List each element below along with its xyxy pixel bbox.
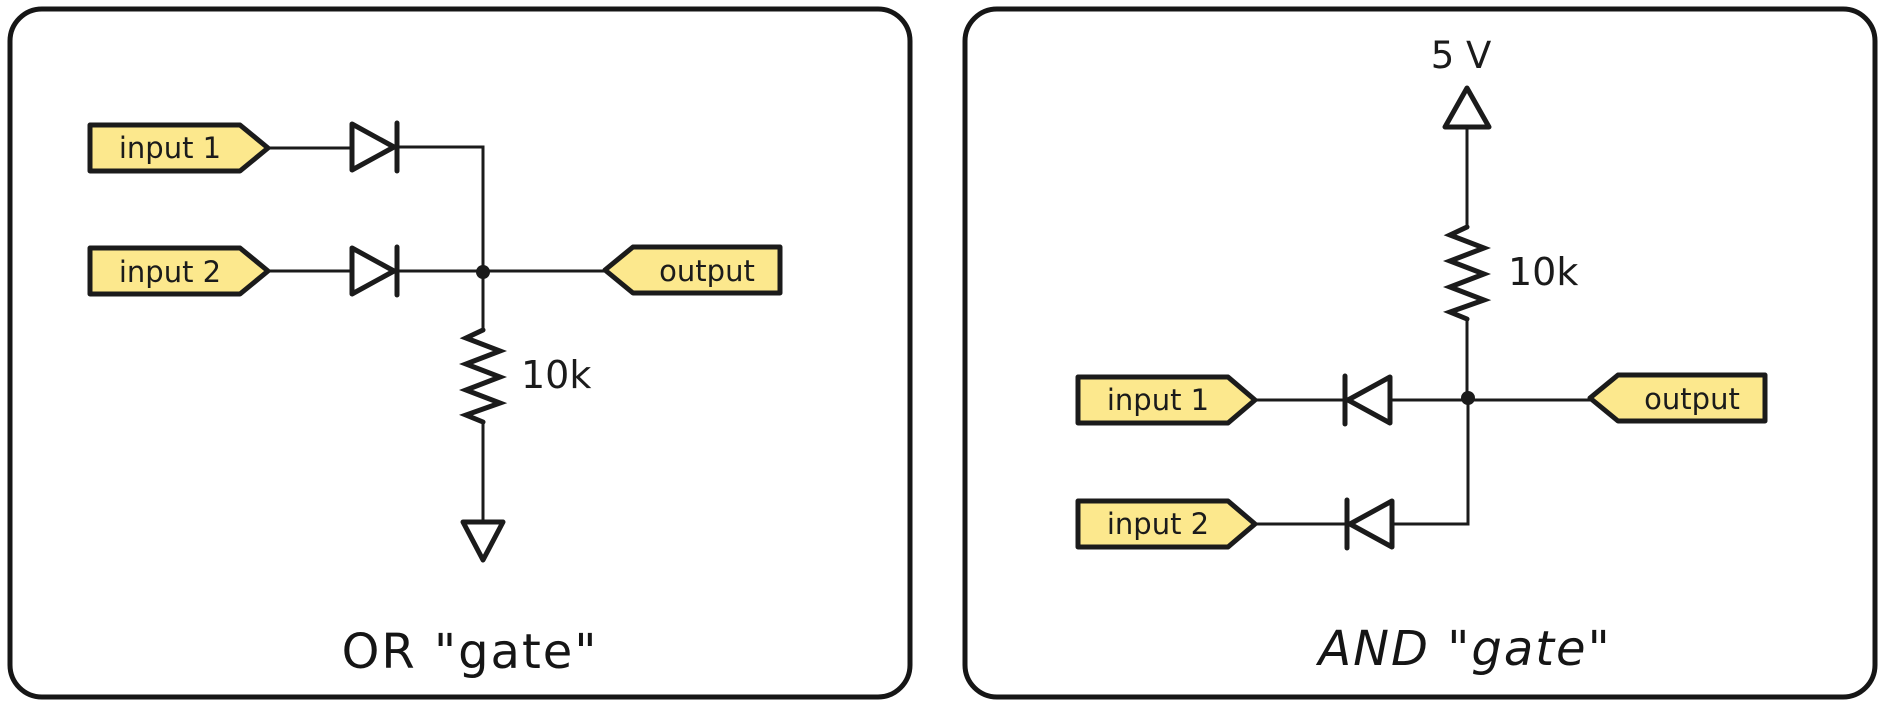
and-gate-panel: 5 V 10k input 1 input 2 output AND "gate… bbox=[962, 6, 1878, 700]
diode-symbol bbox=[349, 245, 397, 297]
wire bbox=[395, 145, 485, 274]
output-tag bbox=[1587, 372, 1768, 424]
supply-voltage-label: 5 V bbox=[1431, 34, 1492, 77]
resistor-symbol bbox=[1442, 224, 1492, 322]
ground-symbol bbox=[460, 519, 506, 563]
resistor-value: 10k bbox=[521, 353, 591, 397]
input-1-tag bbox=[87, 122, 271, 174]
wire bbox=[1390, 396, 1470, 526]
input-1-label: input 1 bbox=[119, 131, 221, 165]
input-1-tag bbox=[1075, 374, 1258, 426]
junction-dot bbox=[476, 265, 490, 279]
output-tag bbox=[602, 244, 783, 296]
junction-dot bbox=[1461, 391, 1475, 405]
input-2-tag bbox=[87, 245, 271, 297]
panel-caption: AND "gate" bbox=[1315, 621, 1611, 677]
panel-frame bbox=[962, 6, 1878, 700]
or-gate-panel: input 1 input 2 output 10k OR "gate" bbox=[7, 6, 913, 700]
resistor-symbol bbox=[458, 327, 508, 425]
diode-symbol bbox=[349, 121, 397, 173]
input-1-label: input 1 bbox=[1107, 383, 1209, 417]
diode-symbol bbox=[1345, 374, 1393, 426]
diode-symbol bbox=[1347, 498, 1395, 550]
output-label: output bbox=[1644, 382, 1740, 416]
resistor-value: 10k bbox=[1508, 250, 1578, 294]
input-2-label: input 2 bbox=[1107, 507, 1209, 541]
input-2-tag bbox=[1075, 498, 1258, 550]
output-label: output bbox=[659, 254, 755, 288]
input-2-label: input 2 bbox=[119, 255, 221, 289]
panel-caption: OR "gate" bbox=[342, 624, 599, 680]
panel-frame bbox=[7, 6, 913, 700]
